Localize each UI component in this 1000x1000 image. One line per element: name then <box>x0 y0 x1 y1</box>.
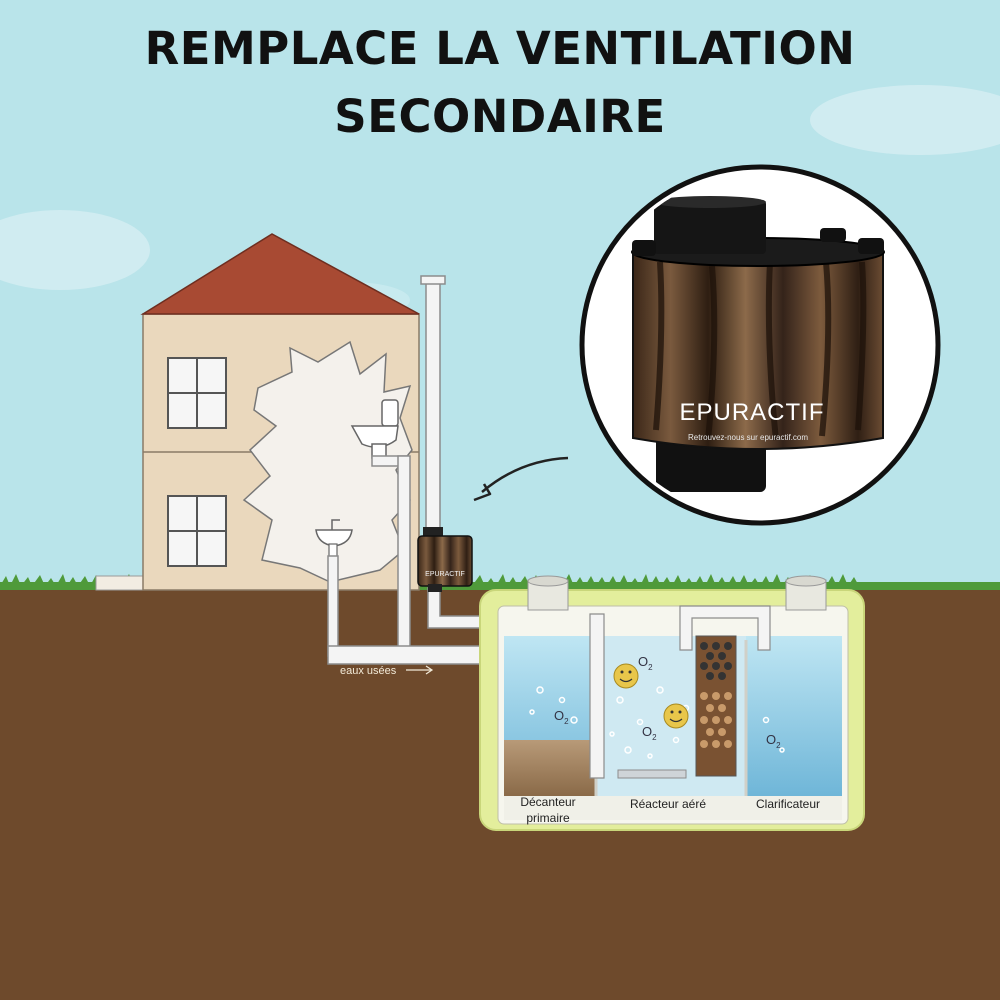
waste-water-arrow <box>406 665 434 675</box>
pointer-arrow <box>481 456 569 493</box>
product-tagline: Retrouvez-nous sur epuractif.com <box>688 433 808 442</box>
product-brand: EPURACTIF <box>679 399 824 426</box>
svg-text:O2: O2 <box>766 732 781 750</box>
title-line-1: REMPLACE LA VENTILATION <box>144 22 856 75</box>
label-reactor: Réacteur aéré <box>630 797 706 811</box>
label-primary-1: Décanteur <box>520 795 575 809</box>
window-lower <box>167 495 227 567</box>
window-upper <box>167 357 227 429</box>
label-primary-2: primaire <box>526 811 570 825</box>
label-clarifier: Clarificateur <box>756 797 820 811</box>
toilet <box>350 399 399 459</box>
svg-text:O2: O2 <box>642 724 657 742</box>
svg-text:O2: O2 <box>638 654 653 672</box>
microbe-smiley-1 <box>613 663 639 689</box>
ventilation-riser <box>425 279 441 531</box>
sink <box>315 519 353 559</box>
product-callout: EPURACTIF Retrouvez-nous sur epuractif.c… <box>579 164 941 526</box>
small-filter: EPURACTIF <box>417 527 473 592</box>
septic-tank: O2 O2 O2 O2 Décanteur primaire Réacteur … <box>479 575 865 831</box>
filter-media <box>695 635 737 777</box>
svg-text:O2: O2 <box>554 708 569 726</box>
small-filter-brand: EPURACTIF <box>425 571 465 578</box>
title-line-2: SECONDAIRE <box>334 90 666 143</box>
roof <box>140 233 420 315</box>
microbe-smiley-2 <box>663 703 689 729</box>
oxygen-labels: O2 O2 O2 O2 <box>554 654 781 750</box>
waste-water-label: eaux usées <box>340 665 397 677</box>
house <box>95 233 420 591</box>
